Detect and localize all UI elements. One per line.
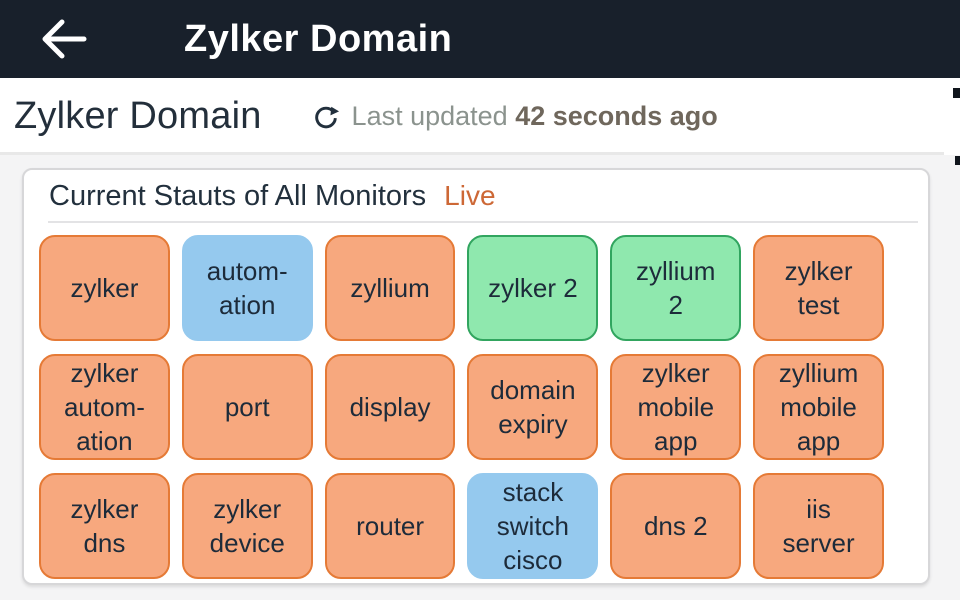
page-title: Zylker Domain [14, 95, 262, 137]
page-header: Zylker Domain Last updated 42 seconds ag… [0, 78, 960, 155]
monitor-tile[interactable]: port [181, 354, 313, 460]
monitor-tile[interactable]: zylker autom- ation [39, 354, 170, 460]
monitor-tile[interactable]: zyllium mobile app [753, 354, 884, 460]
last-updated-value: 42 seconds ago [515, 101, 718, 131]
refresh-icon[interactable] [312, 103, 340, 131]
monitor-tile[interactable]: display [324, 354, 456, 460]
monitor-tile[interactable]: zylker dns [39, 473, 170, 579]
back-button[interactable] [38, 18, 88, 60]
monitor-tile[interactable]: iis server [753, 473, 884, 579]
scrollbar-thumb-bottom[interactable] [955, 156, 960, 165]
monitor-tile[interactable]: zylker mobile app [610, 354, 742, 460]
content: Current Stauts of All Monitors Live zylk… [0, 155, 960, 585]
card-header: Current Stauts of All Monitors Live [24, 170, 928, 213]
arrow-left-icon [42, 19, 87, 59]
card-divider [48, 221, 918, 223]
card-title: Current Stauts of All Monitors [49, 180, 427, 212]
monitor-tile[interactable]: zylker 2 [467, 235, 599, 341]
monitor-tile[interactable]: dns 2 [610, 473, 742, 579]
live-badge: Live [444, 180, 496, 211]
monitor-tile[interactable]: zyllium 2 [610, 235, 742, 341]
monitor-tile[interactable]: domain expiry [467, 354, 599, 460]
last-updated-label: Last updated [351, 101, 508, 131]
header-divider [0, 152, 944, 155]
app-bar: Zylker Domain [0, 0, 960, 78]
last-updated-text: Last updated 42 seconds ago [352, 101, 718, 132]
app-bar-title: Zylker Domain [184, 17, 453, 60]
monitor-tile[interactable]: zylker [39, 235, 170, 341]
monitor-tile[interactable]: stack switch cisco [467, 473, 599, 579]
scrollbar-thumb-top[interactable] [953, 88, 960, 98]
monitor-tile[interactable]: zylker device [181, 473, 313, 579]
monitors-card: Current Stauts of All Monitors Live zylk… [22, 168, 930, 585]
monitor-tile[interactable]: zylker test [753, 235, 884, 341]
monitor-tile[interactable]: zyllium [324, 235, 456, 341]
monitor-tile[interactable]: autom- ation [181, 235, 313, 341]
monitor-tile[interactable]: router [324, 473, 456, 579]
